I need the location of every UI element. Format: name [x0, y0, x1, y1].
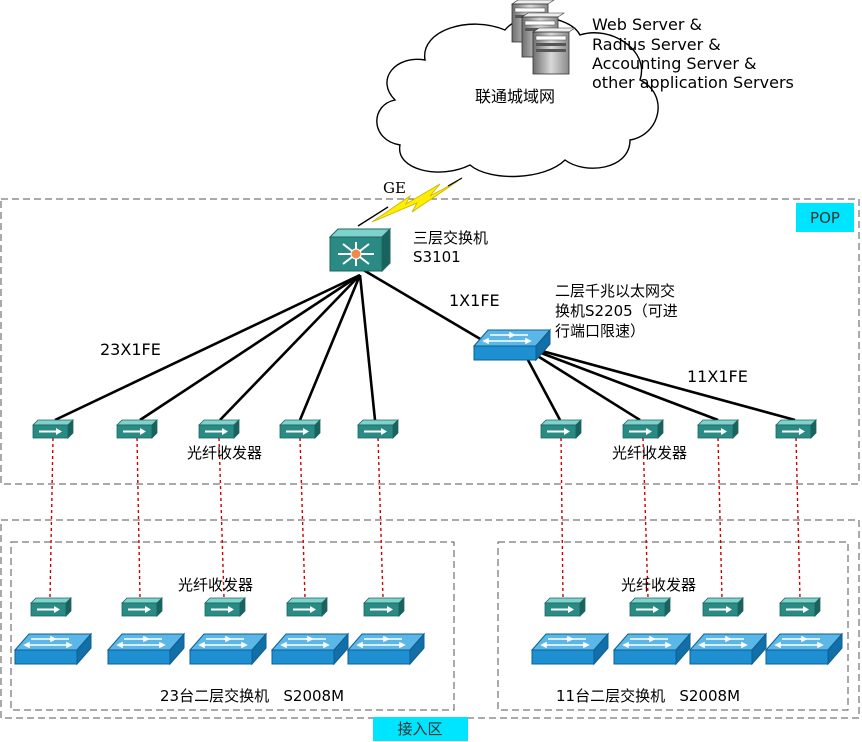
fiber-links [49, 437, 801, 599]
transceiver-icon [544, 597, 586, 617]
access-switch-icon [531, 633, 609, 665]
agg-switch-label-line-2: 换机S2205（可进 [555, 302, 678, 320]
fiber-link-7 [642, 437, 649, 599]
right-group-caption: 11台二层交换机 S2008M [556, 687, 740, 705]
core-links [54, 266, 483, 422]
left-group-caption: 23台二层交换机 S2008M [160, 687, 344, 705]
servers-label-line-3: Accounting Server & [592, 54, 756, 73]
fiber-link-9 [795, 437, 801, 599]
agg-switch-label-line-3: 行端口限速） [555, 322, 645, 340]
transceiver-icon [121, 597, 163, 617]
link-label-agg-right: 11X1FE [687, 367, 748, 386]
pop-transceiver-label-left: 光纤收发器 [187, 444, 262, 462]
uplink-label: GE [383, 179, 406, 197]
server-stack-icon [511, 0, 576, 75]
servers-label-line-1: Web Server & [592, 15, 702, 34]
link-core-agg [359, 266, 483, 342]
core-switch-icon [328, 227, 392, 273]
pop-tag-label: POP [810, 209, 840, 227]
core-switch-label-line-2: S3101 [413, 248, 461, 266]
transceiver-icon [198, 419, 240, 439]
transceiver-icon [204, 597, 246, 617]
servers-label: Web Server & Radius Server & Accounting … [592, 15, 794, 92]
transceiver-icon [357, 419, 399, 439]
access-switch-icon [347, 633, 425, 665]
access-switch-icon [689, 633, 767, 665]
transceiver-icon [363, 597, 405, 617]
agg-switch-label-line-1: 二层千兆以太网交 [555, 282, 675, 300]
servers-label-line-2: Radius Server & [592, 35, 721, 54]
link-core-xcvr-1 [54, 273, 361, 422]
transceiver-icon [116, 419, 158, 439]
fiber-link-2 [136, 437, 141, 599]
link-label-core-agg: 1X1FE [449, 291, 500, 310]
transceiver-icon [32, 419, 74, 439]
transceiver-icon [622, 419, 664, 439]
core-switch-label: 三层交换机 S3101 [413, 229, 493, 266]
uplink-line [357, 206, 389, 227]
pop-tag [796, 203, 854, 232]
pop-transceiver-label-right: 光纤收发器 [612, 444, 687, 462]
access-tag-label: 接入区 [397, 720, 442, 738]
transceiver-icon [540, 419, 582, 439]
access-switch-icon [613, 633, 691, 665]
access-transceiver-label-right: 光纤收发器 [621, 576, 696, 594]
servers-label-line-4: other application Servers [592, 73, 794, 92]
access-switch-icon [107, 633, 185, 665]
access-switch-icon [189, 633, 267, 665]
access-tag [373, 717, 468, 741]
link-agg-xcvr-2 [519, 343, 641, 422]
fiber-link-6 [560, 437, 564, 599]
access-switch-icon [765, 633, 843, 665]
right-group-border [497, 541, 849, 711]
transceiver-icon [629, 597, 671, 617]
fiber-link-3 [218, 437, 225, 599]
cloud-label: 联通城域网 [475, 87, 555, 106]
transceiver-icon [30, 597, 72, 617]
transceiver-icon [279, 419, 321, 439]
transceiver-icon [702, 597, 744, 617]
transceiver-icon [697, 419, 739, 439]
link-agg-xcvr-4 [519, 343, 796, 422]
link-agg-xcvr-3 [519, 343, 719, 422]
transceiver-icon [779, 597, 821, 617]
link-core-xcvr-2 [139, 273, 361, 422]
transceiver-icon [286, 597, 328, 617]
pop-transceivers [32, 419, 817, 439]
agg-switch-icon [473, 329, 551, 361]
link-core-xcvr-3 [219, 274, 361, 421]
fiber-link-1 [49, 437, 54, 599]
uplink-line-upper [447, 177, 463, 187]
link-core-xcvr-5 [358, 274, 377, 421]
fiber-link-5 [377, 437, 384, 599]
left-group-border [10, 541, 455, 711]
access-transceiver-label-left: 光纤收发器 [178, 576, 253, 594]
access-switch-icon [271, 633, 349, 665]
link-label-core-left: 23X1FE [100, 340, 161, 359]
access-switch-icon [14, 633, 92, 665]
access-transceivers [30, 597, 821, 617]
access-switches [14, 633, 843, 665]
link-core-xcvr-4 [298, 274, 362, 421]
agg-switch-label: 二层千兆以太网交 换机S2205（可进 行端口限速） [555, 282, 682, 340]
transceiver-icon [775, 419, 817, 439]
agg-links [518, 343, 796, 422]
core-switch-label-line-1: 三层交换机 [413, 229, 488, 247]
lightning-bolt-icon [371, 180, 459, 223]
fiber-link-4 [299, 437, 306, 599]
fiber-link-8 [717, 437, 723, 599]
